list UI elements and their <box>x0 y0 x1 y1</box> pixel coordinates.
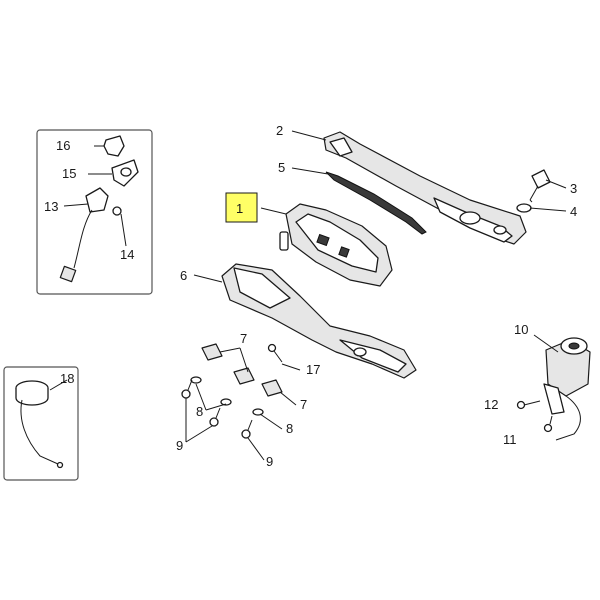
part-17-screw <box>267 343 283 363</box>
part-18-cap <box>15 380 64 469</box>
callout-12: 12 <box>484 397 498 412</box>
callout-4: 4 <box>570 204 577 219</box>
part-9-bolt-b <box>209 407 221 427</box>
callout-17: 17 <box>306 362 320 377</box>
callout-15: 15 <box>62 166 76 181</box>
callout-11: 11 <box>503 432 517 447</box>
callout-5: 5 <box>278 160 285 175</box>
part-10-ignition-switch <box>543 337 591 441</box>
leader-lines <box>49 130 567 461</box>
part-16-clip <box>94 135 125 157</box>
part-8-washer-b <box>220 398 232 406</box>
part-6-lower-housing <box>221 263 417 379</box>
callout-3: 3 <box>570 181 577 196</box>
part-7-rubber-block-c <box>261 379 283 397</box>
callout-8-b: 8 <box>286 421 293 436</box>
callout-18: 18 <box>60 371 74 386</box>
part-13-sensor <box>59 187 109 283</box>
callout-6: 6 <box>180 268 187 283</box>
callout-10: 10 <box>514 322 528 337</box>
part-1-instrument-panel <box>279 203 393 287</box>
part-15-bracket <box>88 159 139 187</box>
callout-13: 13 <box>44 199 58 214</box>
part-11-screw <box>543 415 553 433</box>
inset-box-sensor <box>36 129 153 295</box>
callout-8-a: 8 <box>196 404 203 419</box>
part-12-screw <box>516 400 541 410</box>
callout-16: 16 <box>56 138 70 153</box>
inset-box-cover <box>3 366 79 481</box>
part-3-screw <box>529 169 551 203</box>
part-2-upper-bracket <box>323 131 527 245</box>
part-14-screw <box>112 206 127 247</box>
callout-7-b: 7 <box>300 397 307 412</box>
part-5-gasket <box>325 171 427 235</box>
callout-9-a: 9 <box>176 438 183 453</box>
part-7-rubber-block-a <box>201 343 223 361</box>
callout-1: 1 <box>236 201 243 216</box>
part-7-rubber-block-b <box>233 367 255 385</box>
part-8-washer-c <box>252 408 264 416</box>
part-4-washer <box>516 203 532 213</box>
callout-14: 14 <box>120 247 134 262</box>
callout-2: 2 <box>276 123 283 138</box>
callout-9-b: 9 <box>266 454 273 469</box>
callout-1-highlight <box>225 192 258 223</box>
part-8-washer-a <box>190 376 202 384</box>
part-9-bolt-a <box>181 379 193 399</box>
part-9-bolt-c <box>241 419 253 439</box>
callout-7-a: 7 <box>240 331 247 346</box>
